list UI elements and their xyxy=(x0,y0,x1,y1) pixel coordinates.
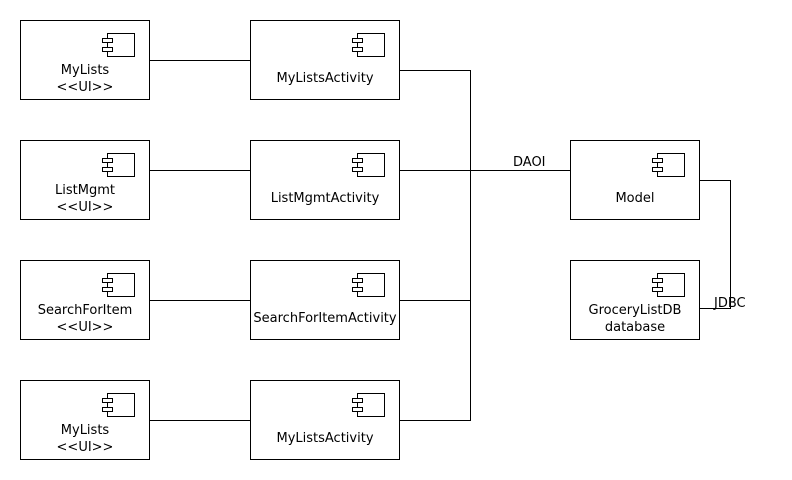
uml-component-icon xyxy=(102,393,135,417)
component-name: SearchForItemActivity xyxy=(253,311,397,326)
uml-component-icon xyxy=(102,273,135,297)
component-stereotype: <<UI>> xyxy=(56,320,114,335)
component-name: MyLists xyxy=(60,63,110,78)
component-stereotype: <<UI>> xyxy=(56,200,114,215)
component-listmgmt-activity[interactable]: ListMgmtActivity xyxy=(250,140,400,220)
uml-component-icon xyxy=(352,273,385,297)
uml-component-icon xyxy=(652,153,685,177)
uml-component-icon xyxy=(352,33,385,57)
component-searchforitem-activity[interactable]: SearchForItemActivity xyxy=(250,260,400,340)
component-name: MyListsActivity xyxy=(276,71,374,86)
wire-model-to-database xyxy=(700,180,731,309)
component-name: MyListsActivity xyxy=(276,431,374,446)
component-searchforitem-ui[interactable]: SearchForItem <<UI>> xyxy=(20,260,150,340)
component-mylists-ui[interactable]: MyLists <<UI>> xyxy=(20,380,150,460)
connector-label-daoi: DAOI xyxy=(513,155,546,170)
component-name: ListMgmtActivity xyxy=(270,191,380,206)
component-stereotype: <<UI>> xyxy=(56,440,114,455)
uml-component-icon xyxy=(352,393,385,417)
component-name: ListMgmt xyxy=(55,183,115,198)
component-stereotype: database xyxy=(604,320,666,335)
uml-component-icon xyxy=(102,33,135,57)
connector-label-jdbc: JDBC xyxy=(714,296,746,311)
component-mylists-ui[interactable]: MyLists <<UI>> xyxy=(20,20,150,100)
component-name: GroceryListDB xyxy=(588,303,682,318)
component-name: Model xyxy=(615,191,655,206)
component-stereotype: <<UI>> xyxy=(56,80,114,95)
uml-component-icon xyxy=(652,273,685,297)
uml-component-icon xyxy=(352,153,385,177)
component-model[interactable]: Model xyxy=(570,140,700,220)
component-grocerylistdb[interactable]: GroceryListDB database xyxy=(570,260,700,340)
uml-component-icon xyxy=(102,153,135,177)
component-mylists-activity[interactable]: MyListsActivity xyxy=(250,380,400,460)
component-listmgmt-ui[interactable]: ListMgmt <<UI>> xyxy=(20,140,150,220)
component-name: SearchForItem xyxy=(37,303,133,318)
component-mylists-activity[interactable]: MyListsActivity xyxy=(250,20,400,100)
component-name: MyLists xyxy=(60,423,110,438)
